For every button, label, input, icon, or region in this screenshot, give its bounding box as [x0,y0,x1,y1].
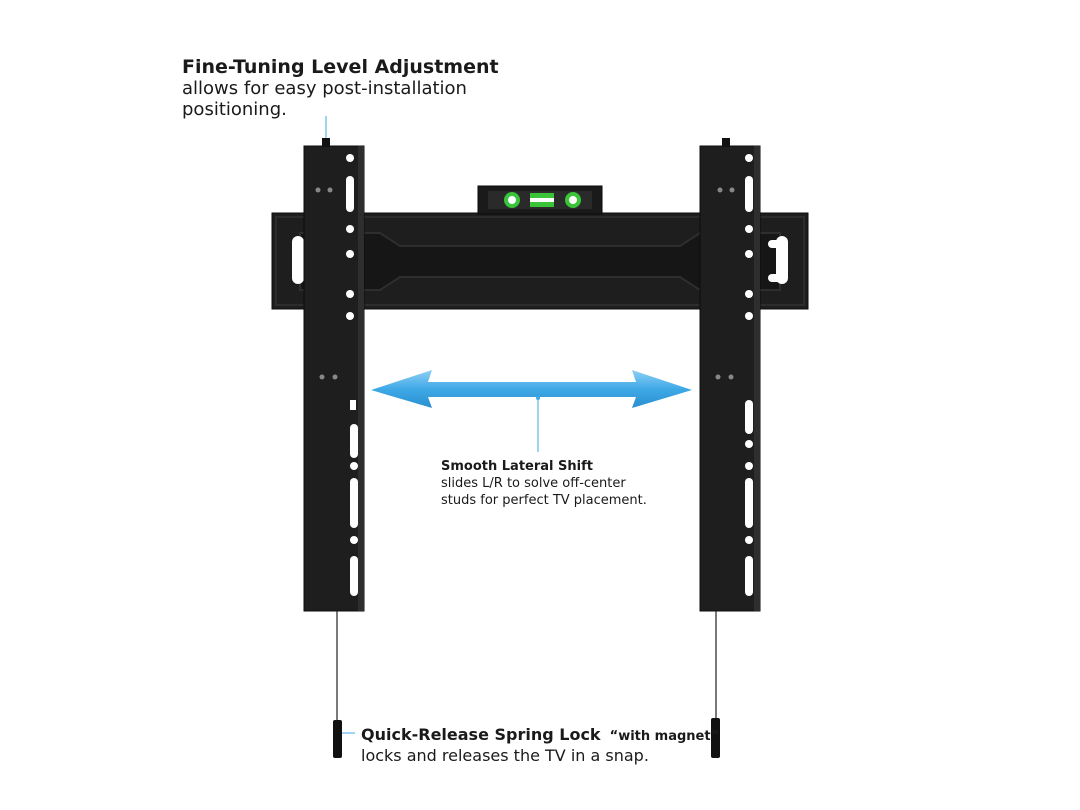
level-adjustment-title: Fine-Tuning Level Adjustment [182,56,499,78]
level-adjustment-body-line2: positioning. [182,99,287,120]
spring-lock-body: locks and releases the TV in a snap. [361,746,649,765]
spring-lock-cords [333,611,720,758]
double-headed-arrow-icon [371,370,692,408]
leader-lines [325,116,540,734]
spring-lock-annotation: Quick-Release Spring Lock “with magnet” … [361,724,781,766]
bubble-level-icon [477,185,603,215]
lateral-shift-body-line1: slides L/R to solve off-center [441,476,626,491]
level-adjustment-body-line1: allows for easy post-installation [182,78,467,99]
lateral-shift-annotation: Smooth Lateral Shift slides L/R to solve… [441,458,741,509]
level-adjustment-annotation: Fine-Tuning Level Adjustment allows for … [182,56,512,120]
spring-lock-title: Quick-Release Spring Lock [361,725,601,744]
left-bracket [303,138,365,612]
lateral-shift-title: Smooth Lateral Shift [441,459,593,474]
right-bracket [699,138,761,612]
lateral-shift-body-line2: studs for perfect TV placement. [441,493,647,508]
spring-lock-note: “with magnet” [609,729,720,744]
